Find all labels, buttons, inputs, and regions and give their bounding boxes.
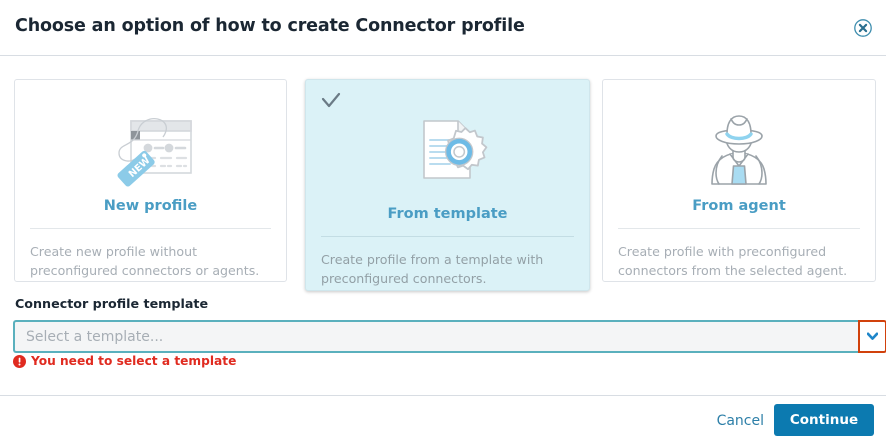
close-circle-icon[interactable] <box>853 18 873 38</box>
page-title: Choose an option of how to create Connec… <box>15 16 525 36</box>
validation-error: You need to select a template <box>13 354 236 368</box>
dialog-header: Choose an option of how to create Connec… <box>0 0 886 56</box>
new-profile-tag-icon: NEW <box>15 106 286 192</box>
card-divider <box>321 236 574 237</box>
connector-profile-template-label: Connector profile template <box>15 296 209 311</box>
document-gear-icon <box>306 112 589 198</box>
continue-button[interactable]: Continue <box>774 404 874 436</box>
option-card-label: New profile <box>103 198 198 214</box>
option-card-description: Create profile with preconfigured connec… <box>618 244 848 278</box>
cancel-button[interactable]: Cancel <box>716 413 764 429</box>
option-card-row: NEW New profile Create new profile witho… <box>0 79 886 291</box>
card-divider <box>30 228 271 229</box>
agent-detective-icon <box>603 106 875 192</box>
error-exclamation-icon <box>13 354 26 368</box>
option-card-label: From template <box>387 206 508 222</box>
option-card-description: Create profile from a template with prec… <box>321 252 544 286</box>
checkmark-icon <box>320 90 342 112</box>
option-card-description: Create new profile without preconfigured… <box>30 244 260 278</box>
chevron-down-icon[interactable] <box>858 320 886 353</box>
option-card-from-template[interactable]: From template Create profile from a temp… <box>305 79 590 291</box>
card-divider <box>618 228 860 229</box>
template-select-input[interactable] <box>13 320 858 353</box>
option-card-label: From agent <box>692 198 786 214</box>
option-card-new-profile[interactable]: NEW New profile Create new profile witho… <box>14 79 287 282</box>
option-card-from-agent[interactable]: From agent Create profile with preconfig… <box>602 79 876 282</box>
connector-profile-template-select[interactable] <box>13 320 886 353</box>
error-message: You need to select a template <box>31 354 237 368</box>
dialog-footer: Cancel Continue <box>0 395 886 448</box>
